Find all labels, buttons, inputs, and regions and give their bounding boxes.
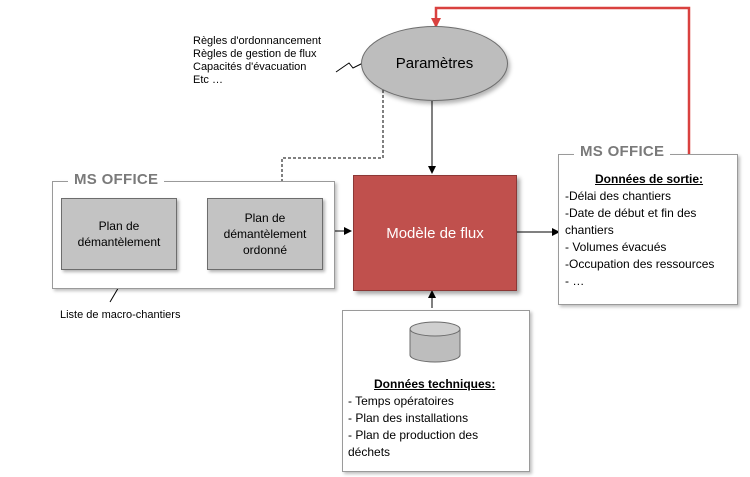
output-item: -Date de début et fin des: [565, 206, 697, 220]
technical-data-block: Données techniques: - Temps opératoires …: [348, 376, 526, 461]
ms-office-left-label: MS OFFICE: [68, 171, 165, 189]
output-item: -Délai des chantiers: [565, 189, 672, 203]
parametres-label: Paramètres: [395, 55, 474, 72]
plan-ordonne-line-3: ordonné: [242, 243, 288, 257]
output-item: - Volumes évacués: [565, 240, 667, 254]
ms-office-right-group: [558, 154, 738, 305]
output-item: -Occupation des ressources: [565, 257, 715, 271]
plan-ordonne-line-2: démantèlement: [223, 227, 307, 241]
output-data-block: Données de sortie: -Délai des chantiers …: [565, 171, 733, 290]
ms-office-right-label: MS OFFICE: [574, 143, 671, 161]
params-note-4: Etc …: [193, 74, 223, 86]
plan-demantelement-ordonne-box: Plan de démantèlement ordonné: [207, 198, 323, 270]
parametres-ellipse: Paramètres: [361, 26, 508, 101]
output-data-heading: Données de sortie:: [595, 172, 704, 186]
params-note-3: Capacités d'évacuation: [193, 61, 307, 73]
technical-data-heading: Données techniques:: [374, 377, 496, 391]
plan-demantelement-box: Plan de démantèlement: [61, 198, 177, 270]
callout-zigzag-params: [335, 60, 368, 73]
technical-item: - Temps opératoires: [348, 394, 454, 408]
plan-demantelement-line-1: Plan de: [98, 219, 140, 233]
output-item: chantiers: [565, 223, 614, 237]
technical-item: - Plan de production des: [348, 428, 479, 442]
technical-item: - Plan des installations: [348, 411, 469, 425]
output-item: - …: [565, 274, 585, 288]
params-note-1: Règles d'ordonnancement: [193, 35, 322, 47]
technical-item: déchets: [348, 445, 391, 459]
technical-data-list: - Temps opératoires - Plan des installat…: [348, 393, 526, 461]
plan-demantelement-line-2: démantèlement: [77, 235, 161, 249]
plan-ordonne-line-1: Plan de: [244, 211, 286, 225]
dashed-arrow-params-to-plan-ordonne: [278, 90, 384, 196]
params-note-2: Règles de gestion de flux: [193, 48, 317, 60]
modele-de-flux-box: Modèle de flux: [353, 175, 517, 291]
params-notes: Règles d'ordonnancement Règles de gestio…: [193, 35, 333, 87]
feedback-loop-arrow: [431, 6, 691, 155]
macro-chantiers-note: Liste de macro-chantiers: [60, 309, 181, 321]
output-data-list: -Délai des chantiers -Date de début et f…: [565, 188, 733, 290]
modele-de-flux-label: Modèle de flux: [386, 224, 484, 242]
